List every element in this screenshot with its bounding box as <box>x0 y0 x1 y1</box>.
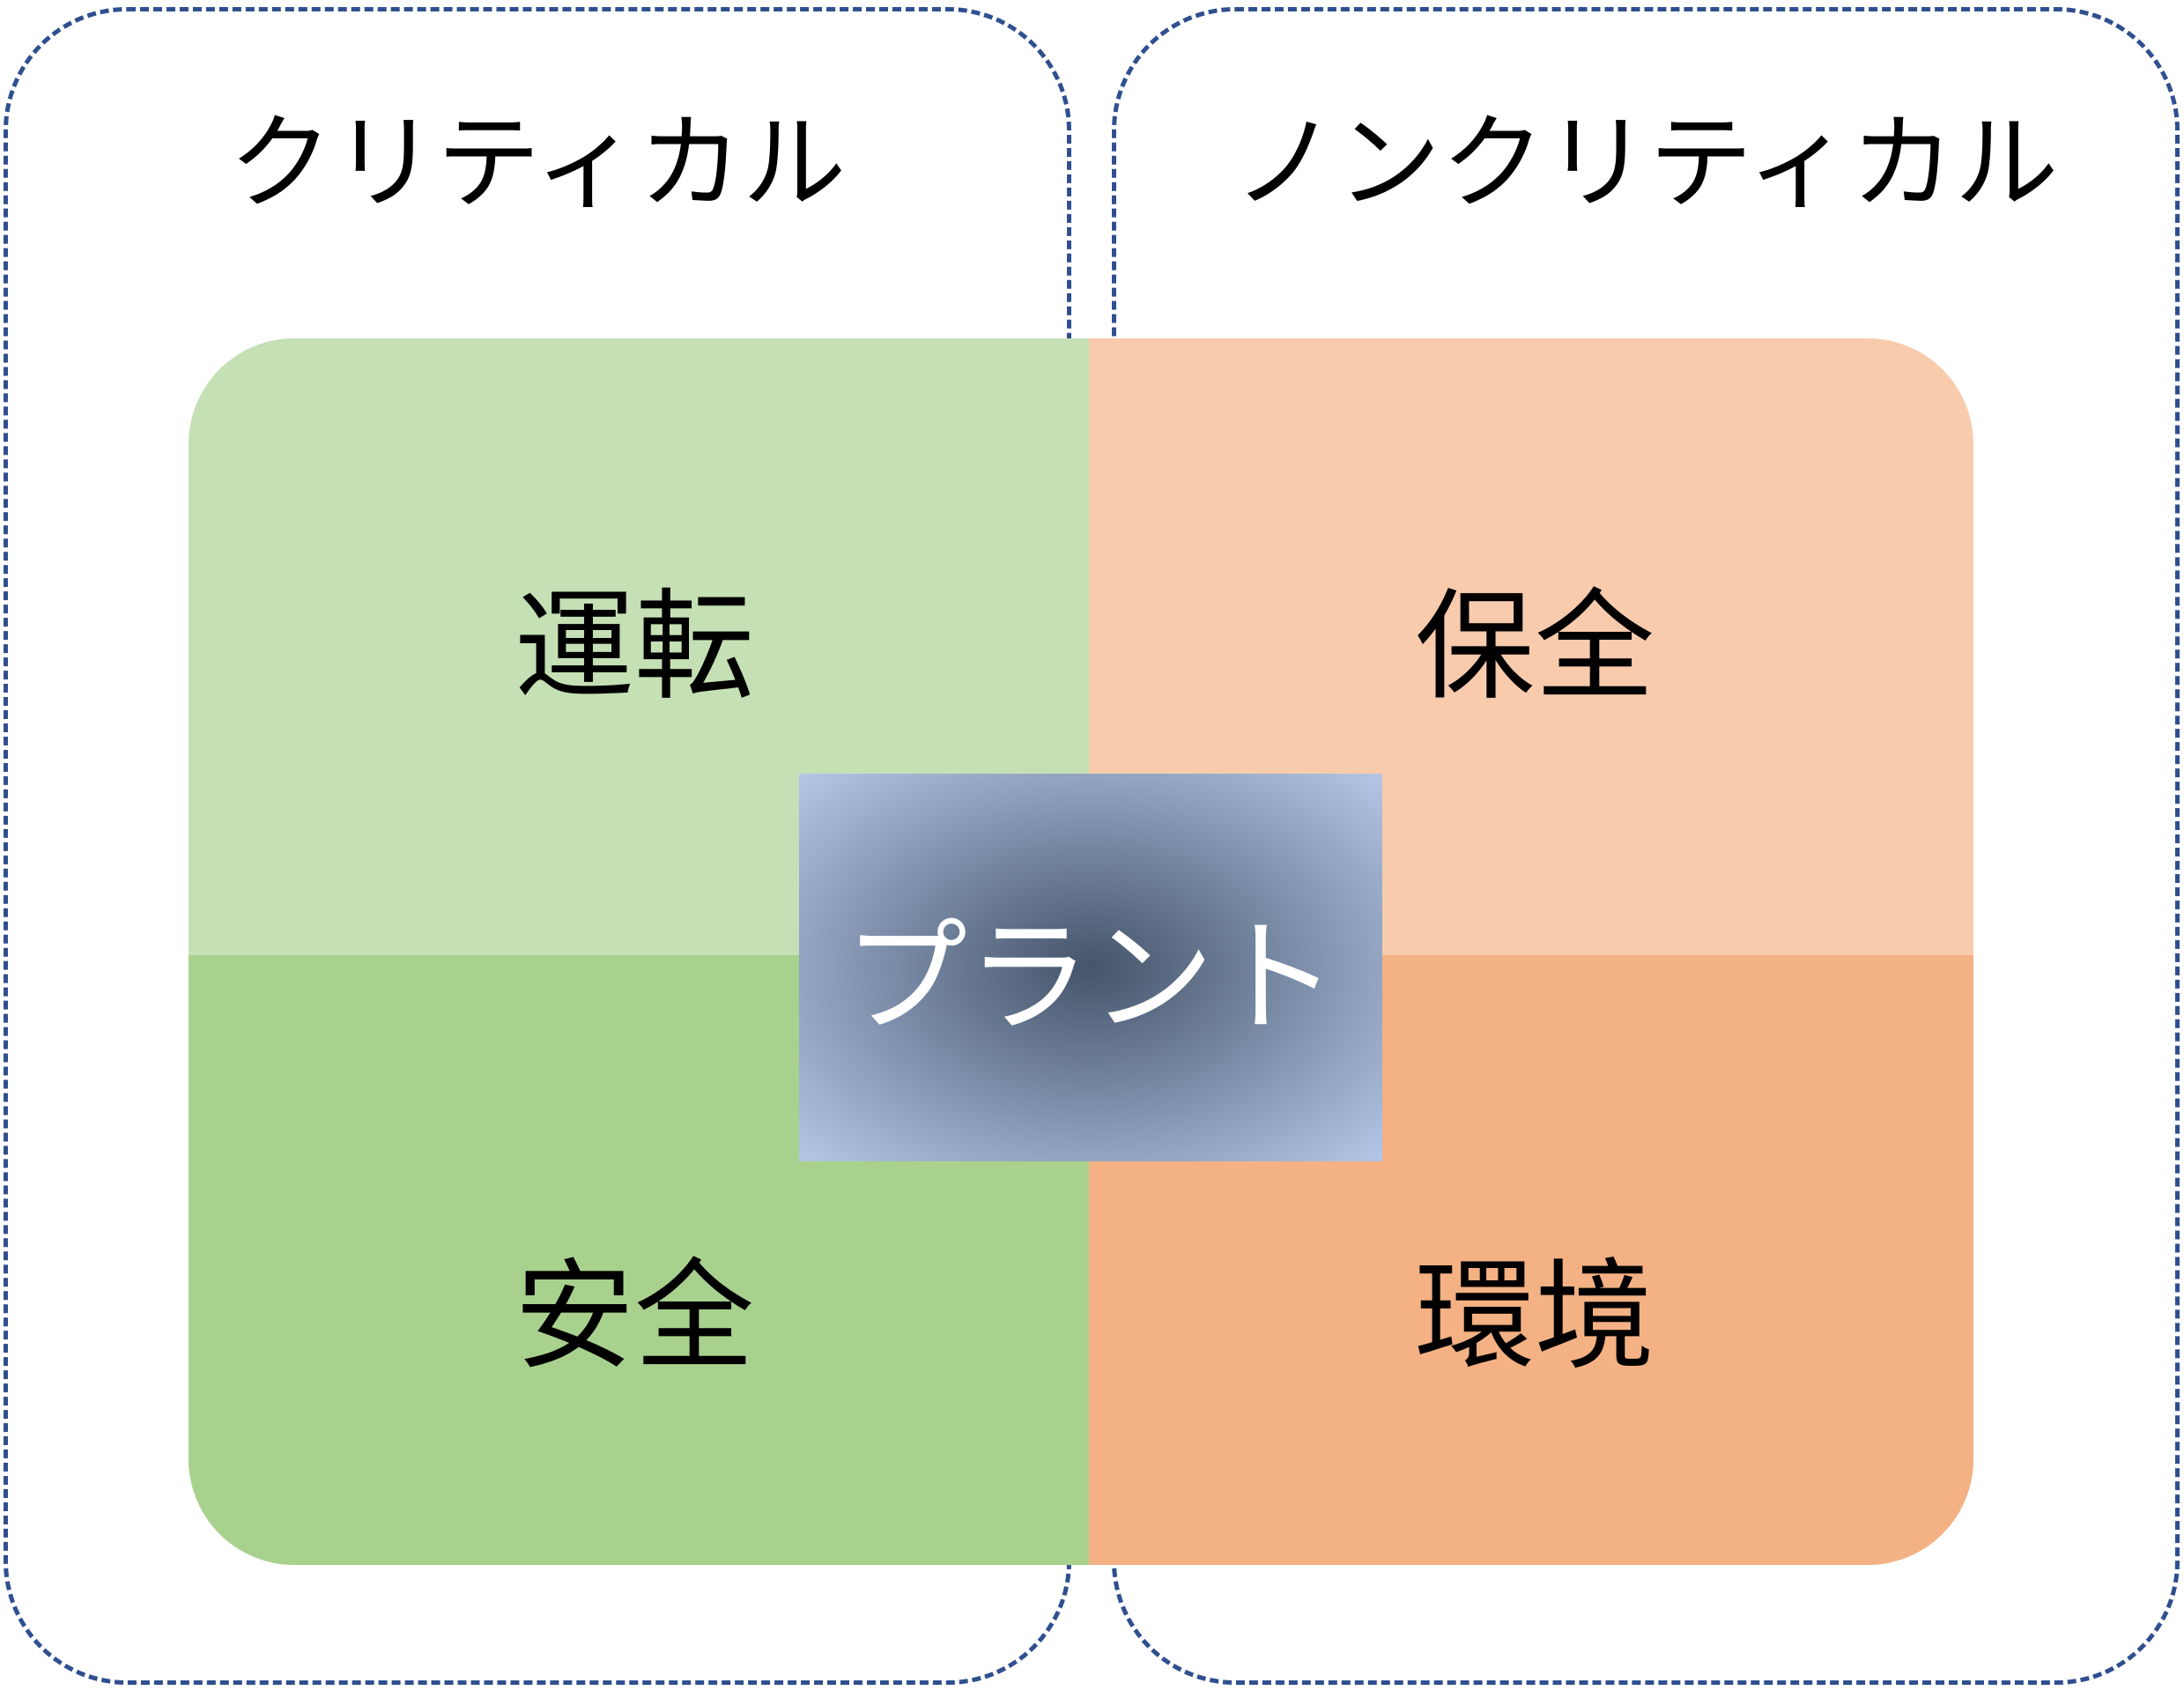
environment-label: 環境 <box>1415 1248 1655 1387</box>
plant-label: プラント <box>843 907 1337 1050</box>
noncritical-group-label: ノンクリティカル <box>1233 102 2059 224</box>
safety-label: 安全 <box>515 1248 754 1387</box>
maintenance-label: 保全 <box>1415 578 1655 717</box>
plant-center-box: プラント <box>799 774 1382 1161</box>
operation-label: 運転 <box>515 578 754 717</box>
maintenance-quadrant: 保全 <box>1089 338 1973 955</box>
critical-group-label: クリティカル <box>228 102 847 224</box>
